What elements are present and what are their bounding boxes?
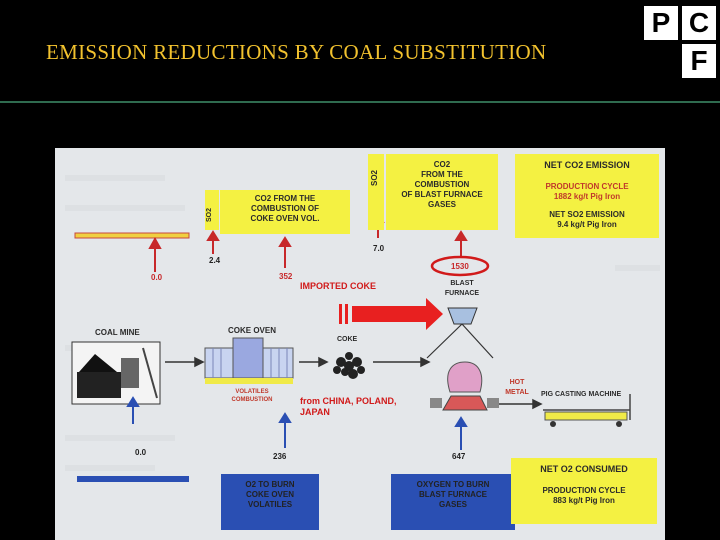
blast-furnace-drawing [426, 307, 499, 411]
hot-metal-label: HOT METAL [505, 379, 529, 396]
pig-casting-machine-label: PIG CASTING MACHINE [541, 391, 622, 398]
o2-zero-bar [77, 476, 189, 482]
so2-tag-large [368, 154, 384, 230]
logo-letter-c: C [682, 6, 716, 40]
net-so2-text: NET SO2 EMISSION 9.4 kg/t Pig Iron [549, 210, 625, 229]
flow-arrows [165, 356, 543, 410]
blast-furnace-label: BLAST FURNACE [444, 280, 480, 297]
pig-casting-machine-drawing [543, 394, 631, 427]
net-o2-box [511, 458, 657, 524]
highlight-1530-ellipse [430, 255, 490, 277]
o2-coke-oven-text: O2 TO BURN COKE OVEN VOLATILES [245, 480, 295, 509]
value-352: 352 [279, 272, 293, 281]
value-7-0: 7.0 [373, 244, 385, 253]
co2-coke-oven-box [220, 190, 350, 234]
coke-label: COKE [337, 336, 358, 343]
value-1530: 1530 [451, 262, 469, 271]
logo-letter-p: P [644, 6, 678, 40]
so2-tag-small [205, 190, 219, 230]
value-0-0-top: 0.0 [151, 273, 163, 282]
coke-oven-label: COKE OVEN [228, 326, 277, 335]
coal-mine-label: COAL MINE [95, 328, 140, 337]
title-divider [0, 101, 720, 103]
pcf-logo: P C F [644, 6, 716, 78]
imported-coke-arrow [339, 298, 443, 330]
net-o2-heading: NET O2 CONSUMED [540, 464, 628, 474]
coke-oven-drawing [204, 337, 294, 384]
volatiles-combustion-label: VOLATILES COMBUSTION [231, 389, 273, 403]
slide-title: EMISSION REDUCTIONS BY COAL SUBSTITUTION [46, 40, 547, 64]
process-diagram: SO2 CO2 FROM THE COMBUSTION OF COKE OVEN… [55, 148, 665, 540]
net-co2-heading: NET CO2 EMISSION [544, 160, 630, 170]
o2-blast-furnace-box [391, 474, 515, 530]
production-cycle-o2: PRODUCTION CYCLE 883 kg/t Pig Iron [542, 486, 626, 505]
so2-tag-large-label: SO2 [370, 169, 379, 186]
o2-coke-oven-box [221, 474, 319, 530]
diagram-graphics [65, 175, 660, 482]
o2-blast-furnace-text: OXYGEN TO BURN BLAST FURNACE GASES [416, 480, 490, 509]
co2-blast-furnace-box [386, 154, 498, 230]
logo-letter-f: F [682, 44, 716, 78]
value-0-0-bottom: 0.0 [135, 448, 147, 457]
so2-zero-bar [74, 232, 190, 239]
net-co2-box [515, 154, 659, 238]
co2-blast-furnace-text: CO2 FROM THE COMBUSTION OF BLAST FURNACE… [401, 160, 483, 209]
value-2-4: 2.4 [209, 256, 221, 265]
value-236: 236 [273, 452, 287, 461]
coke-pile-drawing [333, 352, 365, 379]
imported-coke-label: IMPORTED COKE [300, 281, 377, 291]
production-cycle-co2: PRODUCTION CYCLE 1882 kg/t Pig Iron [545, 182, 629, 201]
from-countries-label: from CHINA, POLAND, JAPAN [300, 396, 397, 417]
so2-tag-small-label: SO2 [206, 207, 213, 222]
coal-mine-drawing [71, 341, 161, 405]
co2-coke-oven-text: CO2 FROM THE COMBUSTION OF COKE OVEN VOL… [250, 194, 320, 223]
value-647: 647 [452, 452, 466, 461]
oxygen-arrows [126, 396, 468, 450]
